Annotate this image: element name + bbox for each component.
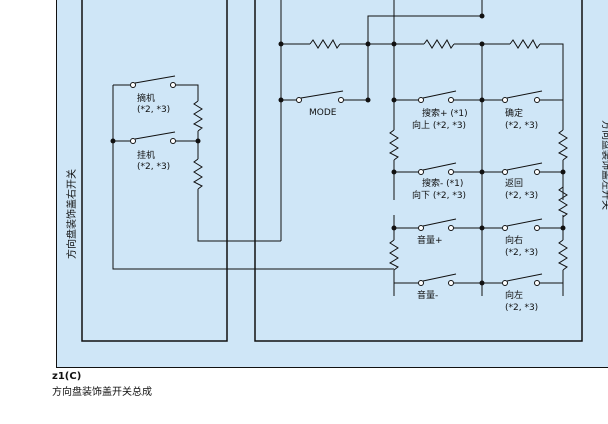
resistor-r2 xyxy=(423,38,455,49)
caption-code: z1(C) xyxy=(52,371,82,382)
resistor-col1-b xyxy=(388,239,399,271)
switch-labels: 摘机 (*2, *3) 挂机 (*2, *3) MODE 搜索+ (*1) 向上… xyxy=(137,92,538,313)
panel-background xyxy=(56,0,608,368)
side-label-right: 方向盘装饰盖左开关 xyxy=(600,120,608,210)
switch-offhook xyxy=(130,75,176,88)
label-back-2: (*2, *3) xyxy=(505,191,538,201)
label-volume-down-1: 音量- xyxy=(417,289,438,301)
switch-right xyxy=(502,218,543,231)
label-back-1: 返回 xyxy=(505,177,523,189)
label-right-1: 向右 xyxy=(505,234,523,246)
side-label-left: 方向盘装饰盖右开关 xyxy=(65,169,78,259)
resistor-r1 xyxy=(309,38,341,49)
label-seek-down-2: 向下 (*2, *3) xyxy=(412,189,466,201)
label-offhook-1: 摘机 xyxy=(137,92,155,104)
left-switch-box xyxy=(254,0,583,342)
caption-title: 方向盘装饰盖开关总成 xyxy=(52,387,152,398)
junctions xyxy=(110,13,566,286)
label-volume-up-1: 音量+ xyxy=(417,234,443,246)
switch-seek-down xyxy=(418,162,457,175)
resistor-col3-b xyxy=(557,186,568,218)
label-left-1: 向左 xyxy=(505,289,523,301)
switch-mode xyxy=(296,90,344,103)
label-mode: MODE xyxy=(309,108,337,118)
switch-volume-down xyxy=(418,273,457,286)
right-switch-box xyxy=(81,0,228,342)
resistors xyxy=(192,38,568,271)
switch-hangup xyxy=(130,131,176,144)
resistor-left-b xyxy=(192,158,203,190)
label-right-2: (*2, *3) xyxy=(505,248,538,258)
label-hangup-2: (*2, *3) xyxy=(137,162,170,172)
resistor-col3-c xyxy=(557,239,568,271)
label-seek-up-2: 向上 (*2, *3) xyxy=(412,119,466,131)
resistor-r3 xyxy=(509,38,541,49)
label-enter-2: (*2, *3) xyxy=(505,121,538,131)
label-offhook-2: (*2, *3) xyxy=(137,105,170,115)
switch-seek-up xyxy=(418,90,457,103)
resistor-col3-a xyxy=(557,129,568,161)
switch-back xyxy=(502,162,543,175)
label-enter-1: 确定 xyxy=(505,107,523,119)
label-seek-down-1: 搜索- (*1) xyxy=(422,177,463,189)
switch-left xyxy=(502,273,543,286)
label-seek-up-1: 搜索+ (*1) xyxy=(422,107,468,119)
resistor-col1-a xyxy=(388,129,399,161)
switch-volume-up xyxy=(418,218,457,231)
switches xyxy=(130,75,543,286)
resistor-left-a xyxy=(192,100,203,132)
switch-enter xyxy=(502,90,543,103)
label-left-2: (*2, *3) xyxy=(505,303,538,313)
label-hangup-1: 挂机 xyxy=(137,149,155,161)
